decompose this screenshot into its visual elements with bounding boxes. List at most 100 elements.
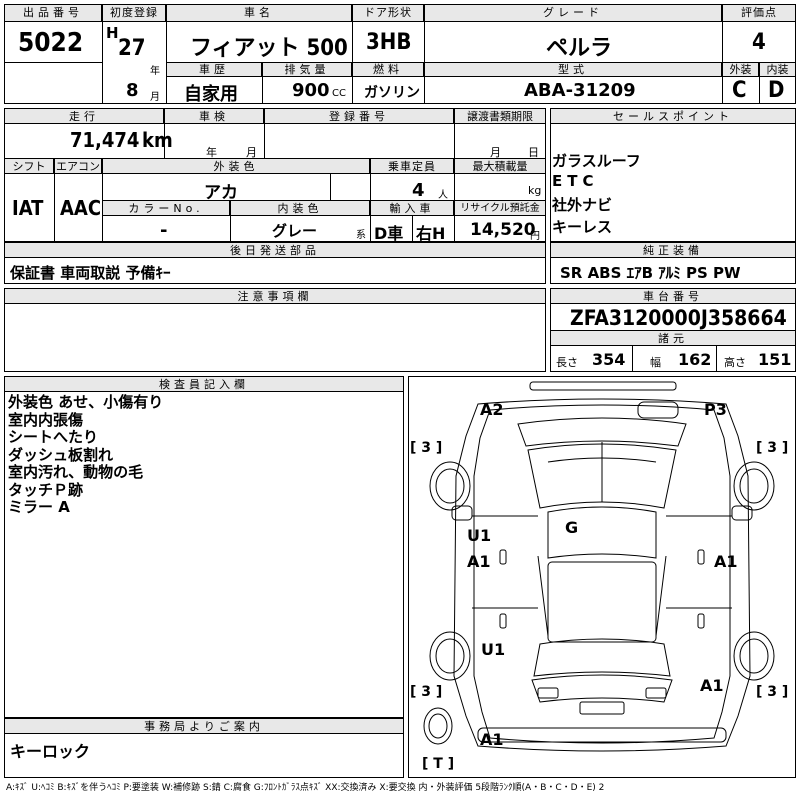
door-label: ドア形状 <box>352 4 424 22</box>
inspector-notes: 外装色 あせ、小傷有り 室内内張傷 シートへたり ダッシュ板割れ 室内汚れ、動物… <box>8 393 164 517</box>
damage-p3: P3 <box>704 400 727 419</box>
recycle-unit: 円 <box>530 231 540 242</box>
recycle: 14,520 <box>470 220 536 240</box>
ext-color: アカ <box>204 183 238 203</box>
grade: ペルラ <box>546 36 613 61</box>
car-diagram <box>423 381 775 752</box>
car-name-label: 車名 <box>166 4 352 22</box>
tire-front-right: [ 3 ] <box>756 440 789 456</box>
int-color: グレー <box>272 222 318 240</box>
displacement-label: 排気量 <box>262 62 352 77</box>
color-no-label: カラーNo. <box>102 200 230 216</box>
height-label: 高さ <box>724 356 746 369</box>
tire-front-left: [ 3 ] <box>410 440 443 456</box>
car-name: フィアット 500 <box>190 36 348 61</box>
damage-a1-left: A1 <box>467 552 491 571</box>
first-reg-label: 初度登録 <box>102 4 166 22</box>
length-label: 長さ <box>556 356 578 369</box>
displacement: 900 <box>292 80 330 101</box>
mileage-label: 走行 <box>4 108 164 124</box>
ext-color-label: 外装色 <box>102 158 370 174</box>
equipment-label: 純正装備 <box>550 242 796 258</box>
notes-label: 注意事項欄 <box>4 288 546 304</box>
inspector-box <box>4 376 404 718</box>
lot-no: 5022 <box>18 28 84 58</box>
capacity-unit: 人 <box>438 190 448 201</box>
color-no: - <box>160 220 168 241</box>
reg-year: 27 <box>118 36 146 61</box>
damage-a1-rear-right: A1 <box>700 676 724 695</box>
damage-a1-rear: A1 <box>480 730 504 749</box>
displacement-unit: CC <box>332 88 346 99</box>
interior-grade: D <box>768 78 785 103</box>
reg-month: 8 <box>126 80 139 101</box>
inspector-line: タッチＰ跡 <box>8 480 84 499</box>
equipment: SR ABS ｴｱB ｱﾙﾐ PS PW <box>560 264 741 282</box>
grade-label: グレード <box>424 4 722 22</box>
load-unit: kg <box>528 184 542 197</box>
transfer-day-unit: 日 <box>528 146 539 159</box>
sales-point-box <box>550 108 796 242</box>
reg-no-label: 登録番号 <box>264 108 454 124</box>
transfer-label: 譲渡書類期限 <box>454 108 546 124</box>
era: H <box>106 24 119 42</box>
sales-point-item: ETC <box>552 172 599 190</box>
import-type: D車 <box>374 224 404 243</box>
capacity-label: 乗車定員 <box>370 158 454 174</box>
door: 3HB <box>366 30 412 55</box>
chassis-label: 車台番号 <box>550 288 796 304</box>
damage-u1-rear: U1 <box>481 640 506 659</box>
inspection-year-unit: 年 <box>206 146 217 159</box>
year-unit: 年 <box>150 66 160 77</box>
inspection-label: 車検 <box>164 108 264 124</box>
tire-rear-right: [ 3 ] <box>756 684 789 700</box>
transfer-month-unit: 月 <box>490 146 501 159</box>
score: 4 <box>752 30 766 55</box>
inspector-line: ミラー A <box>8 498 70 516</box>
capacity: 4 <box>412 180 425 201</box>
ac-label: エアコン <box>54 158 102 174</box>
import-label: 輸入車 <box>370 200 454 216</box>
lot-no-label: 出品番号 <box>4 4 102 22</box>
spec-label: 諸元 <box>550 330 796 346</box>
office-label: 事務局よりご案内 <box>4 718 404 734</box>
inspector-line: シートへたり <box>8 428 99 446</box>
interior-label: 内装 <box>759 62 796 77</box>
load-label: 最大積載量 <box>454 158 546 174</box>
inspector-line: 室内内張傷 <box>8 410 84 429</box>
damage-a1-right: A1 <box>714 552 738 571</box>
fuel: ガソリン <box>364 85 420 101</box>
month-unit: 月 <box>150 92 160 103</box>
sales-point-label: セールスポイント <box>550 108 796 124</box>
width: 162 <box>678 350 712 369</box>
sales-point-list: ガラスルーフ ETC 社外ナビ キーレス <box>552 150 641 238</box>
damage-g: G <box>565 518 579 537</box>
width-label: 幅 <box>650 356 661 369</box>
mileage-unit: km <box>142 128 173 152</box>
ac: AAC <box>60 196 102 220</box>
inspector-line: ダッシュ板割れ <box>8 445 114 464</box>
history: 自家用 <box>184 84 238 105</box>
office-note: キーロック <box>10 742 91 761</box>
history-label: 車歴 <box>166 62 262 77</box>
inspection-month-unit: 月 <box>246 146 257 159</box>
recycle-label: リサイクル預託金 <box>454 200 546 216</box>
exterior-grade: C <box>732 78 747 103</box>
damage-a2: A2 <box>480 400 504 419</box>
sales-point-item: 社外ナビ <box>552 196 613 214</box>
int-color-suffix: 系 <box>356 230 366 241</box>
fuel-label: 燃料 <box>352 62 424 77</box>
length: 354 <box>592 350 626 369</box>
score-label: 評価点 <box>722 4 796 22</box>
spare-tire: [ T ] <box>422 756 455 772</box>
inspector-label: 検査員記入欄 <box>4 376 404 392</box>
height: 151 <box>758 350 792 369</box>
chassis-number: ZFA3120000J358664 <box>570 306 787 330</box>
detail-grid <box>4 108 546 242</box>
mileage: 71,474 <box>70 128 140 152</box>
model-code-label: 型式 <box>424 62 722 77</box>
damage-u1-left: U1 <box>467 526 492 545</box>
model-code: ABA-31209 <box>524 80 636 101</box>
inspector-line: 外装色 あせ、小傷有り <box>8 393 164 411</box>
shift-label: シフト <box>4 158 54 174</box>
